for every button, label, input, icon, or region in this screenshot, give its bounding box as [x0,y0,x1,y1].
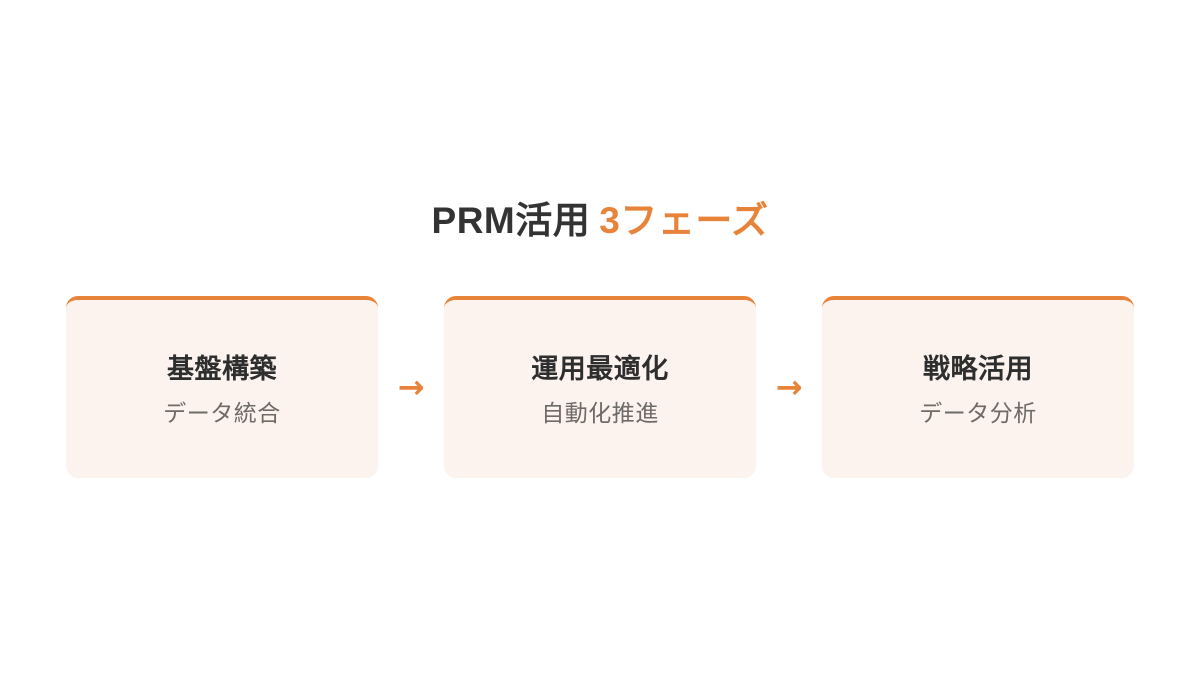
phase-card-3[interactable]: 戦略活用 データ分析 [822,296,1134,478]
phase-card-subtitle: 自動化推進 [541,399,659,426]
arrow-right-icon: → [397,368,425,406]
phase-card-2[interactable]: 運用最適化 自動化推進 [444,296,756,478]
phase-card-title: 基盤構築 [167,353,277,384]
phase-card-1[interactable]: 基盤構築 データ統合 [66,296,378,478]
page-title-primary: PRM活用 [431,200,591,241]
phase-flow: 基盤構築 データ統合 → 運用最適化 自動化推進 → 戦略活用 データ分析 [66,296,1134,478]
phase-card-subtitle: データ統合 [163,399,281,426]
phase-card-subtitle: データ分析 [919,399,1037,426]
phase-card-title: 運用最適化 [531,353,669,384]
page-title-accent: 3フェーズ [599,200,769,241]
phase-card-title: 戦略活用 [923,353,1033,384]
arrow-right-icon: → [775,368,803,406]
